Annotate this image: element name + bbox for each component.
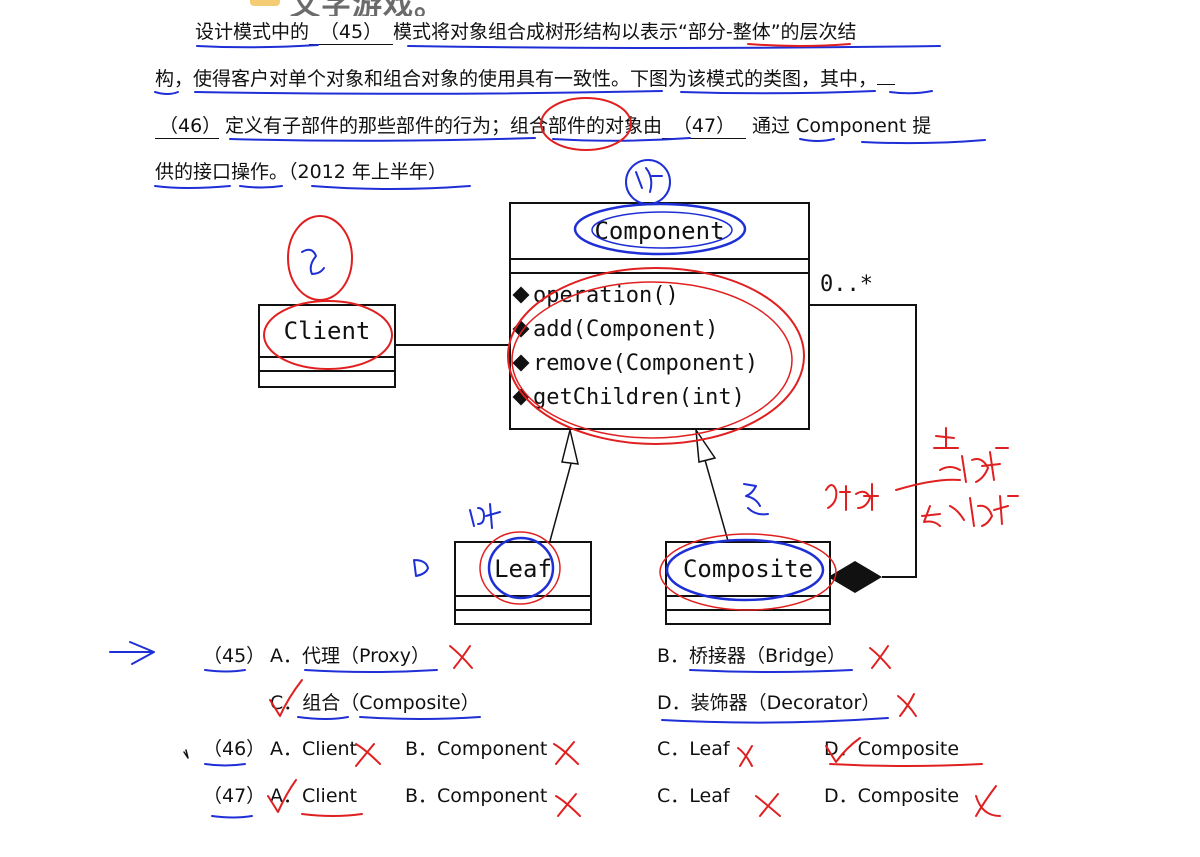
method-label: remove(Component)	[533, 350, 759, 376]
q-text: 构，使得客户对单个对象和组合对象的使用具有一致性。下图为该模式的类图，其中，	[155, 68, 878, 90]
blank-47: （47）	[662, 114, 747, 139]
component-class: Component operation() add(Component) rem…	[509, 202, 810, 430]
q45-number: （45）	[203, 645, 266, 667]
q46-option-c[interactable]: C．Leaf	[657, 738, 730, 760]
q46-option-a[interactable]: A．Client	[270, 738, 358, 760]
q-text: 设计模式中的	[195, 21, 310, 43]
question-line-1: 设计模式中的（45）模式将对象组合成树形结构以表示“部分-整体”的层次结	[195, 20, 857, 45]
q45-option-d[interactable]: D．装饰器（Decorator）	[657, 692, 881, 714]
q46-option-d[interactable]: D．Composite	[824, 738, 960, 760]
question-line-3: （46）定义有子部件的那些部件的行为；组合部件的对象由（47）通过 Compon…	[155, 114, 931, 139]
method-label: add(Component)	[533, 316, 719, 342]
q45-option-b[interactable]: B．桥接器（Bridge）	[657, 645, 846, 667]
q-text: 模式将对象组合成树形结构以表示“部分-整体”的层次结	[393, 21, 857, 43]
blank-46-start	[877, 84, 896, 85]
blank-46: （46）	[155, 114, 221, 139]
q45-option-c[interactable]: C．组合（Composite）	[270, 692, 480, 714]
question-line-2: 构，使得客户对单个对象和组合对象的使用具有一致性。下图为该模式的类图，其中，	[155, 67, 896, 91]
q47-option-a[interactable]: A．Client	[270, 785, 358, 807]
method-item: remove(Component)	[511, 346, 808, 380]
leaf-name: Leaf	[494, 555, 552, 583]
multiplicity-label: 0..*	[820, 272, 873, 297]
clipped-header: 文字游戏。	[250, 0, 490, 16]
q46-option-b[interactable]: B．Component	[405, 738, 548, 760]
method-item: getChildren(int)	[511, 380, 808, 414]
component-name: Component	[594, 217, 725, 245]
method-item: add(Component)	[511, 312, 808, 346]
q-text: 定义有子部件的那些部件的行为；组合部件的对象由	[225, 115, 663, 137]
q-text: 通过 Component 提	[752, 115, 932, 137]
q-text: 供的接口操作。（2012 年上半年）	[155, 161, 447, 183]
q46-number: （46）	[203, 738, 266, 760]
leaf-class: Leaf	[454, 541, 592, 625]
blank-45: （45）	[309, 20, 394, 45]
client-name: Client	[283, 317, 371, 345]
q45-option-a[interactable]: A．代理（Proxy）	[270, 645, 431, 667]
q47-number: （47）	[203, 785, 266, 807]
q47-option-b[interactable]: B．Component	[405, 785, 548, 807]
client-class: Client	[258, 304, 396, 388]
composite-class: Composite	[665, 541, 831, 625]
question-line-4: 供的接口操作。（2012 年上半年）	[155, 160, 447, 184]
method-label: getChildren(int)	[533, 384, 745, 410]
q47-option-c[interactable]: C．Leaf	[657, 785, 730, 807]
folder-icon	[250, 0, 280, 6]
q47-option-d[interactable]: D．Composite	[824, 785, 960, 807]
header-title: 文字游戏。	[290, 0, 445, 16]
composite-name: Composite	[682, 555, 814, 583]
